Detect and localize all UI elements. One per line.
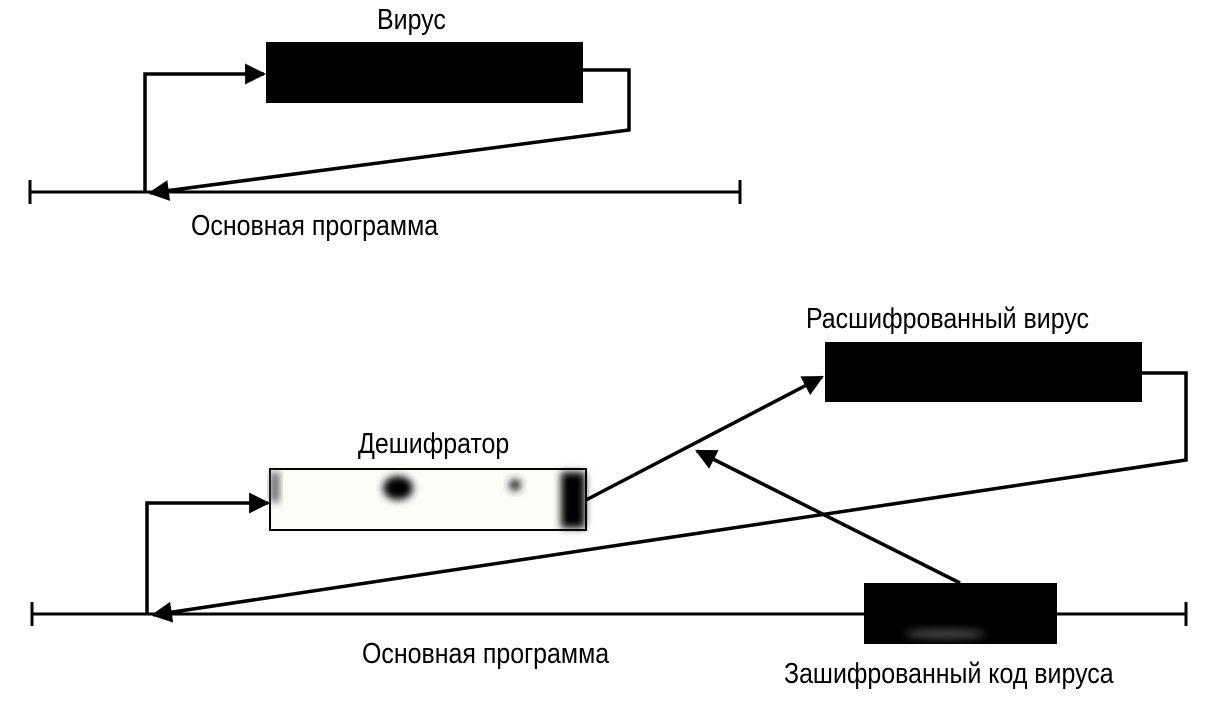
return-to-program-arrow-2 [150,371,1188,623]
main-program-label-2: Основная программа [362,638,610,670]
decrypt-arrow [585,375,824,502]
encrypted-code-label: Зашифрованный код вируса [784,658,1114,690]
decryptor-label: Дешифратор [358,428,510,460]
virus-block [266,42,583,103]
virus-label: Вирус [377,4,446,36]
decrypted-virus-label: Расшифрованный вирус [806,303,1089,335]
encrypted-virus-diagram [30,342,1188,644]
decryptor-block [269,468,587,531]
decrypted-virus-block [825,342,1142,402]
main-program-label-1: Основная программа [191,210,439,242]
jump-to-virus-arrow [143,63,267,192]
simple-virus-diagram [28,42,742,204]
return-to-program-arrow-1 [147,68,631,201]
encrypted-code-block [864,583,1057,644]
jump-to-decryptor-arrow [145,492,271,614]
encrypted-code-arrow [695,449,961,585]
